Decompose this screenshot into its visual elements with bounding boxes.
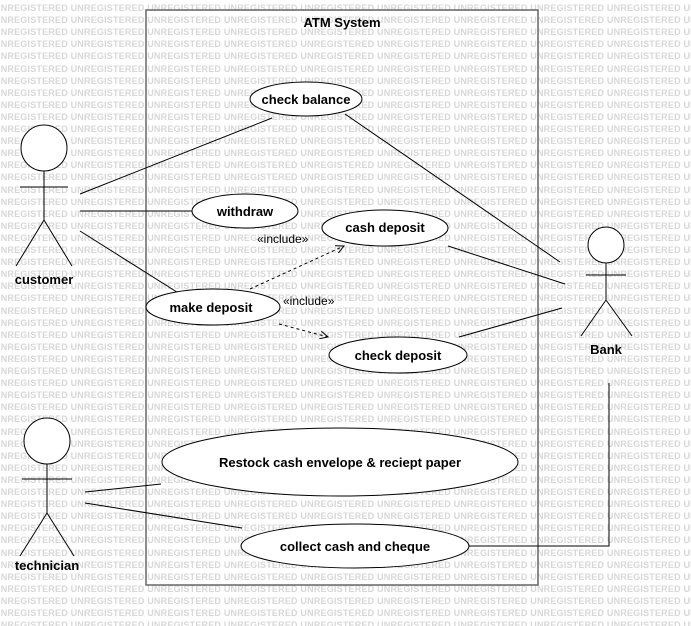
assoc-technician-collect <box>84 502 243 529</box>
actor-bank-label: Bank <box>590 342 623 357</box>
use-case-make-deposit-label: make deposit <box>169 300 253 315</box>
use-case-check-balance-label: check balance <box>262 92 351 107</box>
assoc-customer-make-deposit <box>79 230 181 295</box>
actor-customer-label: customer <box>15 272 74 287</box>
include-label-check-deposit: «include» <box>283 294 335 308</box>
use-case-cash-deposit[interactable] <box>321 209 449 247</box>
actor-customer[interactable] <box>15 124 73 267</box>
use-case-check-balance[interactable] <box>249 81 363 117</box>
include-arrow-check-deposit <box>278 323 328 337</box>
actor-technician-label: technician <box>15 558 79 573</box>
use-case-restock-label: Restock cash envelope & reciept paper <box>219 455 461 470</box>
assoc-technician-restock <box>84 483 162 493</box>
use-case-withdraw[interactable] <box>191 193 299 229</box>
include-arrow-cash-deposit <box>249 246 344 290</box>
use-case-cash-deposit-label: cash deposit <box>345 220 425 235</box>
use-case-make-deposit[interactable] <box>145 288 281 326</box>
use-case-collect-label: collect cash and cheque <box>280 539 430 554</box>
use-case-collect[interactable] <box>240 523 470 569</box>
use-case-check-deposit-label: check deposit <box>355 348 442 363</box>
system-boundary <box>145 9 539 586</box>
assoc-customer-check-balance <box>79 117 273 195</box>
use-case-restock[interactable] <box>161 427 519 497</box>
system-title: ATM System <box>303 15 380 30</box>
customer-head-icon <box>20 124 68 172</box>
assoc-check-deposit-bank <box>458 307 563 338</box>
use-case-check-deposit[interactable] <box>328 336 468 374</box>
actor-bank[interactable] <box>580 226 633 337</box>
assoc-collect-bank <box>469 383 610 547</box>
include-label-cash-deposit: «include» <box>257 232 309 246</box>
assoc-cash-deposit-bank <box>447 245 566 285</box>
actor-technician[interactable] <box>19 417 75 557</box>
use-case-withdraw-label: withdraw <box>216 204 274 219</box>
assoc-check-balance-bank <box>344 113 561 263</box>
technician-head-icon <box>23 417 71 465</box>
bank-head-icon <box>587 226 625 264</box>
